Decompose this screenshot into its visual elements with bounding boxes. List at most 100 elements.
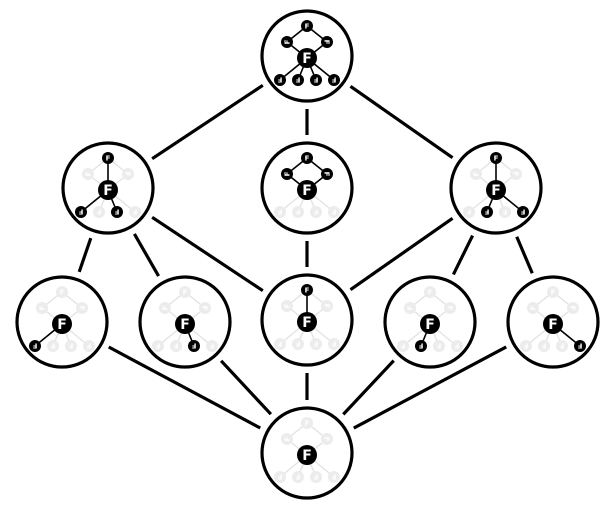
edge-top-r2-right xyxy=(349,85,454,159)
satellite-label: F xyxy=(520,208,525,216)
satellite-dot xyxy=(65,340,77,352)
satellite-bottom-3: F xyxy=(111,206,123,218)
satellite-dot xyxy=(292,338,304,350)
satellite-label: F xyxy=(305,155,310,163)
satellite-dot xyxy=(310,471,322,483)
satellite-label: F xyxy=(277,208,282,216)
satellite-label: F xyxy=(78,208,83,216)
satellite-bottom-2: F xyxy=(292,338,304,350)
satellite-top: F xyxy=(490,152,502,164)
satellite-label: F xyxy=(39,305,47,310)
satellite-label: F xyxy=(284,303,292,308)
satellite-label: F xyxy=(569,306,577,311)
satellite-label: F xyxy=(86,342,91,350)
satellite-dot xyxy=(538,340,550,352)
edge-r2-left-r3-1 xyxy=(77,237,93,273)
center-dot xyxy=(52,314,72,334)
satellite-upper-left: F xyxy=(281,36,293,48)
satellite-label: F xyxy=(162,305,170,310)
satellite-dot xyxy=(301,417,313,429)
satellite-dot xyxy=(83,340,95,352)
satellite-dot xyxy=(433,340,445,352)
satellite-upper-right: F xyxy=(321,168,333,180)
satellite-label: F xyxy=(106,155,111,163)
satellite-dot xyxy=(397,340,409,352)
satellite-bottom-1: F xyxy=(274,206,286,218)
satellite-dot xyxy=(481,206,493,218)
satellite-label: F xyxy=(313,340,318,348)
satellite-label: F xyxy=(559,342,564,350)
satellite-dot xyxy=(93,206,105,218)
center-label: F xyxy=(548,317,558,333)
satellite-label: F xyxy=(323,437,331,442)
satellite-bottom-3: F xyxy=(556,340,568,352)
satellite-bottom-2: F xyxy=(292,471,304,483)
center-label: F xyxy=(180,317,190,333)
satellite-upper-right: F xyxy=(321,36,333,48)
center-dot xyxy=(297,445,317,465)
satellite-dot xyxy=(274,206,286,218)
satellite-label: F xyxy=(305,287,310,295)
satellite-label: F xyxy=(277,473,282,481)
satellite-dot xyxy=(321,300,333,312)
center-dot xyxy=(297,180,317,200)
satellite-top: F xyxy=(547,286,559,298)
satellite-label: F xyxy=(191,342,196,350)
satellite-label: F xyxy=(428,289,433,297)
satellite-label: F xyxy=(473,171,481,176)
satellite-dot xyxy=(499,206,511,218)
satellite-dot xyxy=(281,168,293,180)
center-dot xyxy=(420,314,440,334)
satellite-label: F xyxy=(85,171,93,176)
center-dot xyxy=(297,48,317,68)
satellite-dot xyxy=(310,338,322,350)
satellite-label: F xyxy=(78,306,86,311)
satellite-dot xyxy=(199,302,211,314)
satellite-bottom-3: F xyxy=(310,206,322,218)
center-label: F xyxy=(57,317,67,333)
edge-r2-left-r3-3 xyxy=(151,215,264,293)
satellite-bottom-2: F xyxy=(47,340,59,352)
center-label: F xyxy=(302,315,312,331)
satellite-label: F xyxy=(284,171,292,176)
satellite-bottom-1: F xyxy=(274,74,286,86)
satellite-top: F xyxy=(179,286,191,298)
satellite-upper-right: F xyxy=(321,300,333,312)
satellite-dot xyxy=(328,74,340,86)
satellite-bottom-1: F xyxy=(75,206,87,218)
satellite-dot xyxy=(82,168,94,180)
satellite-dot xyxy=(292,471,304,483)
satellite-upper-left: F xyxy=(36,302,48,314)
satellite-label: F xyxy=(323,172,331,177)
satellite-bottom-3: F xyxy=(310,338,322,350)
satellite-upper-left: F xyxy=(82,168,94,180)
satellite-bottom-2: F xyxy=(415,340,427,352)
satellite-label: F xyxy=(32,342,37,350)
satellite-label: F xyxy=(502,208,507,216)
satellite-dot xyxy=(328,206,340,218)
satellite-label: F xyxy=(295,473,300,481)
satellite-dot xyxy=(274,74,286,86)
satellite-dot xyxy=(76,302,88,314)
satellite-bottom-3: F xyxy=(310,471,322,483)
satellite-bottom-1: F xyxy=(274,471,286,483)
satellite-label: F xyxy=(209,342,214,350)
satellite-label: F xyxy=(323,304,331,309)
satellite-upper-right: F xyxy=(510,168,522,180)
satellite-label: F xyxy=(305,420,310,428)
satellite-dot xyxy=(152,340,164,352)
satellite-bottom-3: F xyxy=(433,340,445,352)
satellite-dot xyxy=(424,286,436,298)
satellite-label: F xyxy=(68,342,73,350)
satellite-dot xyxy=(574,340,586,352)
center-dot xyxy=(486,180,506,200)
